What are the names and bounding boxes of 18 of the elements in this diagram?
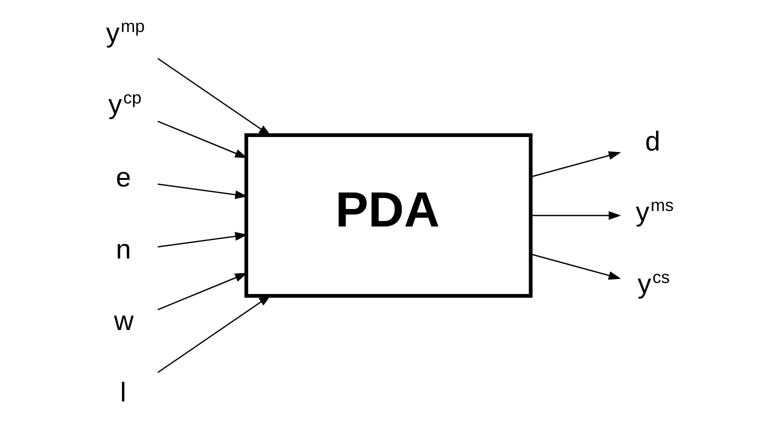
arrow [157, 272, 247, 310]
node-text: w [113, 304, 134, 336]
arrow [156, 58, 271, 136]
node-text: y$^{cp}$ [108, 87, 142, 120]
node-text: n [115, 232, 130, 264]
arrow [530, 253, 621, 280]
arrow [530, 210, 621, 220]
node-text: y$^{mp}$ [105, 15, 144, 48]
node-text: d [644, 125, 660, 156]
node-text: l [120, 376, 126, 408]
node-text: y$^{ms}$ [635, 194, 674, 227]
node-text: e [115, 161, 130, 192]
node-box: PDA [244, 132, 532, 298]
arrow [157, 120, 247, 158]
arrow [530, 150, 621, 177]
arrow [157, 183, 248, 198]
node-text: y$^{cs}$ [637, 266, 670, 298]
arrow [157, 232, 248, 247]
